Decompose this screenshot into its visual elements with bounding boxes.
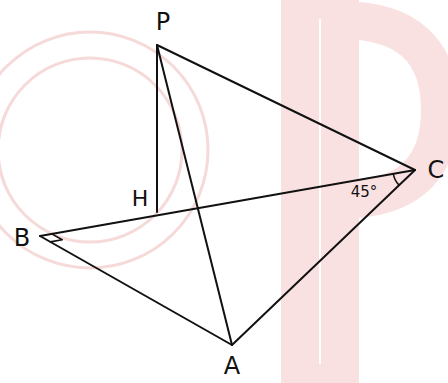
watermark-letter bbox=[300, 0, 440, 383]
segment-pc bbox=[157, 45, 415, 170]
right-angle-mark bbox=[50, 234, 62, 242]
vertex-label: C bbox=[428, 158, 445, 182]
vertex-label: A bbox=[224, 354, 240, 378]
watermark bbox=[0, 32, 208, 268]
segment-ba bbox=[40, 236, 232, 345]
segment-pa bbox=[157, 45, 232, 345]
segment-ac bbox=[232, 170, 415, 345]
segment-bc bbox=[40, 170, 415, 236]
vertex-label: H bbox=[132, 188, 149, 210]
seal-inner bbox=[0, 58, 182, 242]
seal-outline bbox=[0, 32, 208, 268]
altitude-ph bbox=[156, 45, 158, 212]
vertex-label: P bbox=[156, 10, 170, 34]
angle-label: 45° bbox=[351, 185, 378, 200]
angle-arc bbox=[393, 174, 399, 185]
vertex-label: B bbox=[14, 226, 30, 250]
